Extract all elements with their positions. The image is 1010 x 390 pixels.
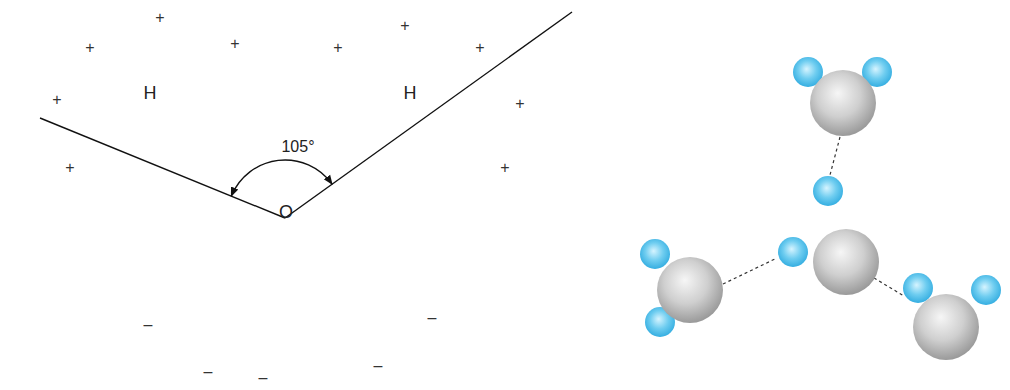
- water-molecule: [903, 273, 1001, 360]
- charge-sign: –: [374, 358, 383, 374]
- charge-sign: +: [400, 18, 409, 34]
- oxygen-sphere: [913, 294, 979, 360]
- charge-sign: +: [85, 40, 94, 56]
- water-molecule: [793, 57, 892, 136]
- hydrogen-sphere: [903, 273, 933, 303]
- hydrogen-bond: [723, 258, 777, 284]
- charge-sign: –: [428, 310, 437, 326]
- charge-sign: +: [52, 92, 61, 108]
- water-molecule: [778, 176, 879, 295]
- bond-line: [40, 118, 285, 218]
- bond-line: [285, 12, 572, 218]
- hydrogen-sphere: [640, 239, 670, 269]
- hydrogen-sphere: [813, 176, 843, 206]
- atom-outline: [75, 45, 235, 205]
- atom-symbol: O: [279, 203, 293, 221]
- oxygen-atom: 105° O: [141, 97, 433, 389]
- hydrogen-bond: [874, 278, 904, 296]
- hydrogen-atom: H: [340, 45, 500, 205]
- angle-value: 105°: [281, 139, 314, 155]
- charge-sign: +: [230, 36, 239, 52]
- hydrogen-atom: H: [75, 45, 235, 205]
- water-molecule: [640, 239, 723, 337]
- charge-sign: +: [515, 96, 524, 112]
- atom-outline: [340, 45, 500, 205]
- charge-sign: +: [155, 10, 164, 26]
- charge-sign: +: [333, 40, 342, 56]
- charge-sign: –: [259, 370, 268, 386]
- oxygen-sphere: [657, 257, 723, 323]
- hydrogen-sphere: [971, 275, 1001, 305]
- hydrogen-bond: [830, 137, 840, 175]
- charge-sign: –: [144, 317, 153, 333]
- atom-symbol: H: [144, 84, 157, 102]
- charge-sign: –: [204, 364, 213, 380]
- angle-arc: [231, 160, 332, 196]
- atom-symbol: H: [404, 84, 417, 102]
- charge-sign: +: [65, 160, 74, 176]
- oxygen-sphere: [810, 70, 876, 136]
- charge-sign: +: [475, 40, 484, 56]
- charge-sign: +: [500, 160, 509, 176]
- hydrogen-sphere: [778, 237, 808, 267]
- oxygen-sphere: [813, 229, 879, 295]
